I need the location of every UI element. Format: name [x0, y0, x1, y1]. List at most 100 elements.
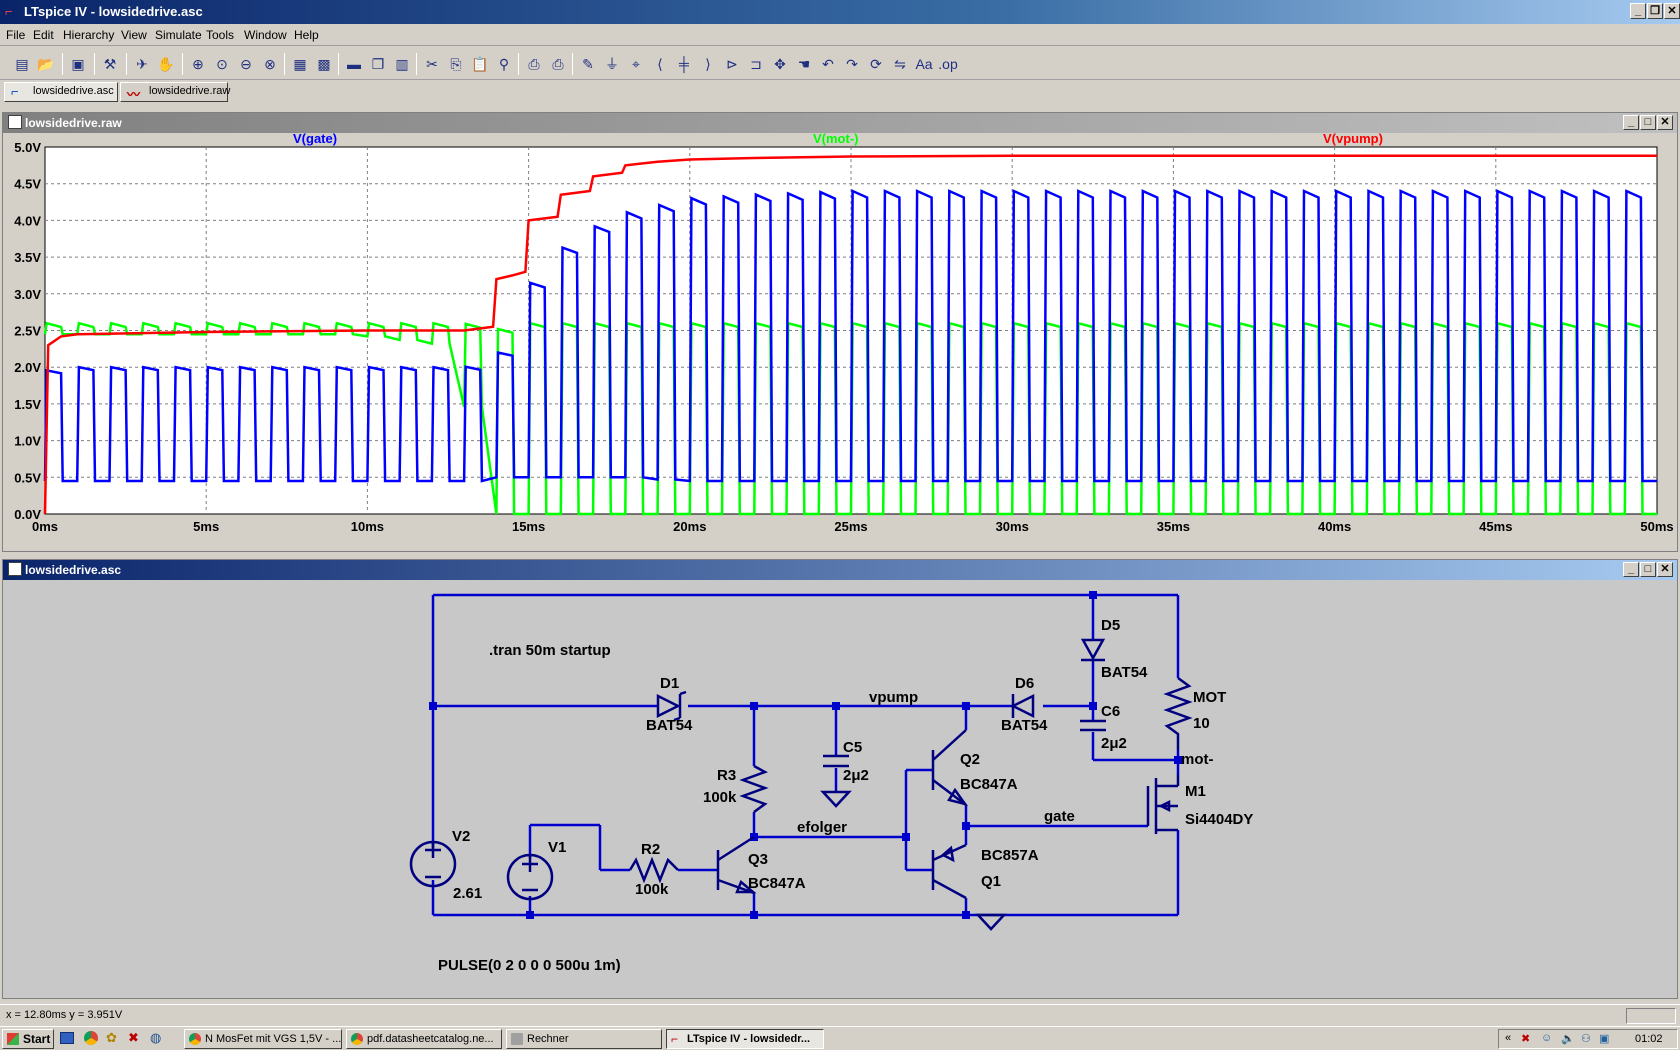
text-icon[interactable]: Aa: [915, 56, 933, 72]
resistor-r3-icon[interactable]: [739, 764, 769, 814]
drag-icon[interactable]: ☚: [797, 56, 811, 72]
start-button[interactable]: Start: [2, 1029, 54, 1049]
tran-directive[interactable]: .tran 50m startup: [489, 642, 611, 659]
diode-d1-icon[interactable]: [656, 690, 687, 722]
legend-item[interactable]: V(vpump): [1323, 133, 1383, 146]
run-icon[interactable]: ✈: [136, 56, 148, 72]
inductor-icon[interactable]: ⟩: [705, 56, 711, 72]
schematic-canvas[interactable]: .tran 50m startup PULSE(0 2 0 0 0 500u 1…: [3, 580, 1677, 998]
trace-2[interactable]: [43, 154, 1657, 515]
user-icon[interactable]: ☺: [1541, 1032, 1553, 1044]
menu-window[interactable]: Window: [244, 28, 287, 42]
menu-edit[interactable]: Edit: [33, 28, 54, 42]
zoom-in-icon[interactable]: ⊕: [192, 56, 204, 72]
find-icon[interactable]: ⚲: [498, 56, 510, 72]
ground-main-icon: [975, 913, 1007, 931]
resistor-r2-icon[interactable]: [628, 856, 679, 884]
capacitor-c5-icon[interactable]: [823, 754, 849, 768]
schematic-close-button[interactable]: ✕: [1657, 562, 1673, 577]
zoom-fit-icon[interactable]: ⊗: [264, 56, 276, 72]
component-icon[interactable]: ⊐: [750, 56, 762, 72]
document-tabs: ⌐ lowsidedrive.asc 〰 lowsidedrive.raw: [0, 80, 1680, 104]
voltage-source-v1-icon[interactable]: [506, 853, 554, 901]
mirror-icon[interactable]: ⇋: [894, 56, 906, 72]
waveform-close-button[interactable]: ✕: [1657, 115, 1673, 130]
spice-directive-icon[interactable]: .op: [938, 56, 958, 72]
autorange-icon[interactable]: ▦: [293, 56, 307, 72]
tile-horizontal-icon[interactable]: ▬: [347, 56, 361, 72]
task-item[interactable]: Rechner: [506, 1029, 662, 1049]
capacitor-c6-icon[interactable]: [1080, 719, 1106, 732]
halt-icon[interactable]: ✋: [157, 56, 175, 72]
tab-schematic[interactable]: ⌐ lowsidedrive.asc: [4, 82, 118, 102]
menu-help[interactable]: Help: [294, 28, 319, 42]
quicklaunch-browser-icon[interactable]: ◍: [150, 1030, 162, 1045]
copy-icon[interactable]: ⎘: [450, 56, 462, 72]
transistor-q2-icon[interactable]: [931, 729, 968, 807]
menu-file[interactable]: File: [6, 28, 26, 42]
tray-monitor-icon[interactable]: ▣: [1599, 1033, 1610, 1045]
diode-d5-icon[interactable]: [1080, 638, 1106, 662]
tab-waveform[interactable]: 〰 lowsidedrive.raw: [120, 82, 230, 102]
plot-traces: [43, 154, 1657, 516]
mosfet-m1-icon[interactable]: [1146, 775, 1180, 834]
legend-item[interactable]: V(mot-): [813, 133, 859, 146]
diode-d6-icon[interactable]: [1010, 693, 1035, 719]
redo-icon[interactable]: ↷: [846, 56, 858, 72]
waveform-minimize-button[interactable]: _: [1623, 115, 1639, 130]
waveform-maximize-button[interactable]: □: [1640, 115, 1656, 130]
voltage-source-v2-icon[interactable]: [409, 840, 457, 888]
legend-item[interactable]: V(gate): [293, 133, 337, 146]
capacitor-icon[interactable]: ╪: [679, 56, 689, 72]
grid-icon[interactable]: ▩: [317, 56, 331, 72]
pan-icon[interactable]: ⊙: [216, 56, 228, 72]
chrome-quicklaunch-icon[interactable]: [84, 1031, 98, 1045]
wire-icon[interactable]: ✎: [582, 56, 594, 72]
menu-view[interactable]: View: [121, 28, 147, 42]
rotate-icon[interactable]: ⟳: [870, 56, 882, 72]
tray-expand-icon[interactable]: «: [1505, 1032, 1512, 1044]
new-schematic-icon[interactable]: ▤: [15, 56, 29, 72]
print-icon[interactable]: ⎙: [552, 56, 564, 72]
move-icon[interactable]: ✥: [774, 56, 786, 72]
trace-0[interactable]: [43, 189, 1657, 483]
open-icon[interactable]: 📂: [37, 56, 55, 72]
print-setup-icon[interactable]: ⎙: [528, 56, 540, 72]
quicklaunch-app-icon[interactable]: ✖: [128, 1030, 139, 1045]
menu-simulate[interactable]: Simulate: [155, 28, 202, 42]
network-icon[interactable]: ⚇: [1581, 1033, 1591, 1045]
schematic-minimize-button[interactable]: _: [1623, 562, 1639, 577]
ground-icon[interactable]: ⏚: [605, 56, 619, 72]
transistor-q1-icon[interactable]: [931, 843, 967, 900]
cascade-icon[interactable]: ❐: [371, 56, 385, 72]
minimize-button[interactable]: _: [1630, 3, 1646, 19]
quicklaunch-tool-icon[interactable]: ✿: [106, 1030, 117, 1045]
menu-hierarchy[interactable]: Hierarchy: [63, 28, 115, 42]
pulse-spec[interactable]: PULSE(0 2 0 0 0 500u 1m): [438, 957, 621, 974]
transistor-q3-icon[interactable]: [716, 835, 757, 895]
volume-icon[interactable]: 🔈: [1561, 1033, 1575, 1045]
task-item-active[interactable]: ⌐ LTspice IV - lowsidedr...: [666, 1029, 824, 1049]
save-icon[interactable]: ▣: [71, 56, 85, 72]
diode-icon[interactable]: ⊳: [726, 56, 738, 72]
zoom-out-icon[interactable]: ⊖: [240, 56, 252, 72]
undo-icon[interactable]: ↶: [822, 56, 834, 72]
x-tick-label: 45ms: [1479, 519, 1512, 534]
control-panel-icon[interactable]: ⚒: [103, 56, 117, 72]
q2-value: BC847A: [960, 776, 1018, 793]
schematic-maximize-button[interactable]: □: [1640, 562, 1656, 577]
resistor-mot-icon[interactable]: [1163, 676, 1193, 750]
label-net-icon[interactable]: ⌖: [632, 56, 640, 72]
resistor-icon[interactable]: ⟨: [657, 56, 663, 72]
show-desktop-icon[interactable]: [60, 1032, 74, 1044]
tray-app-icon[interactable]: ✖: [1521, 1033, 1531, 1045]
task-item[interactable]: N MosFet mit VGS 1,5V - ...: [184, 1029, 342, 1049]
menu-tools[interactable]: Tools: [206, 28, 235, 42]
tile-vertical-icon[interactable]: ▥: [395, 56, 409, 72]
paste-icon[interactable]: 📋: [471, 56, 489, 72]
cut-icon[interactable]: ✂: [426, 56, 438, 72]
restore-button[interactable]: ❐: [1647, 3, 1663, 19]
task-item[interactable]: pdf.datasheetcatalog.ne...: [346, 1029, 502, 1049]
close-button[interactable]: ✕: [1664, 3, 1680, 19]
